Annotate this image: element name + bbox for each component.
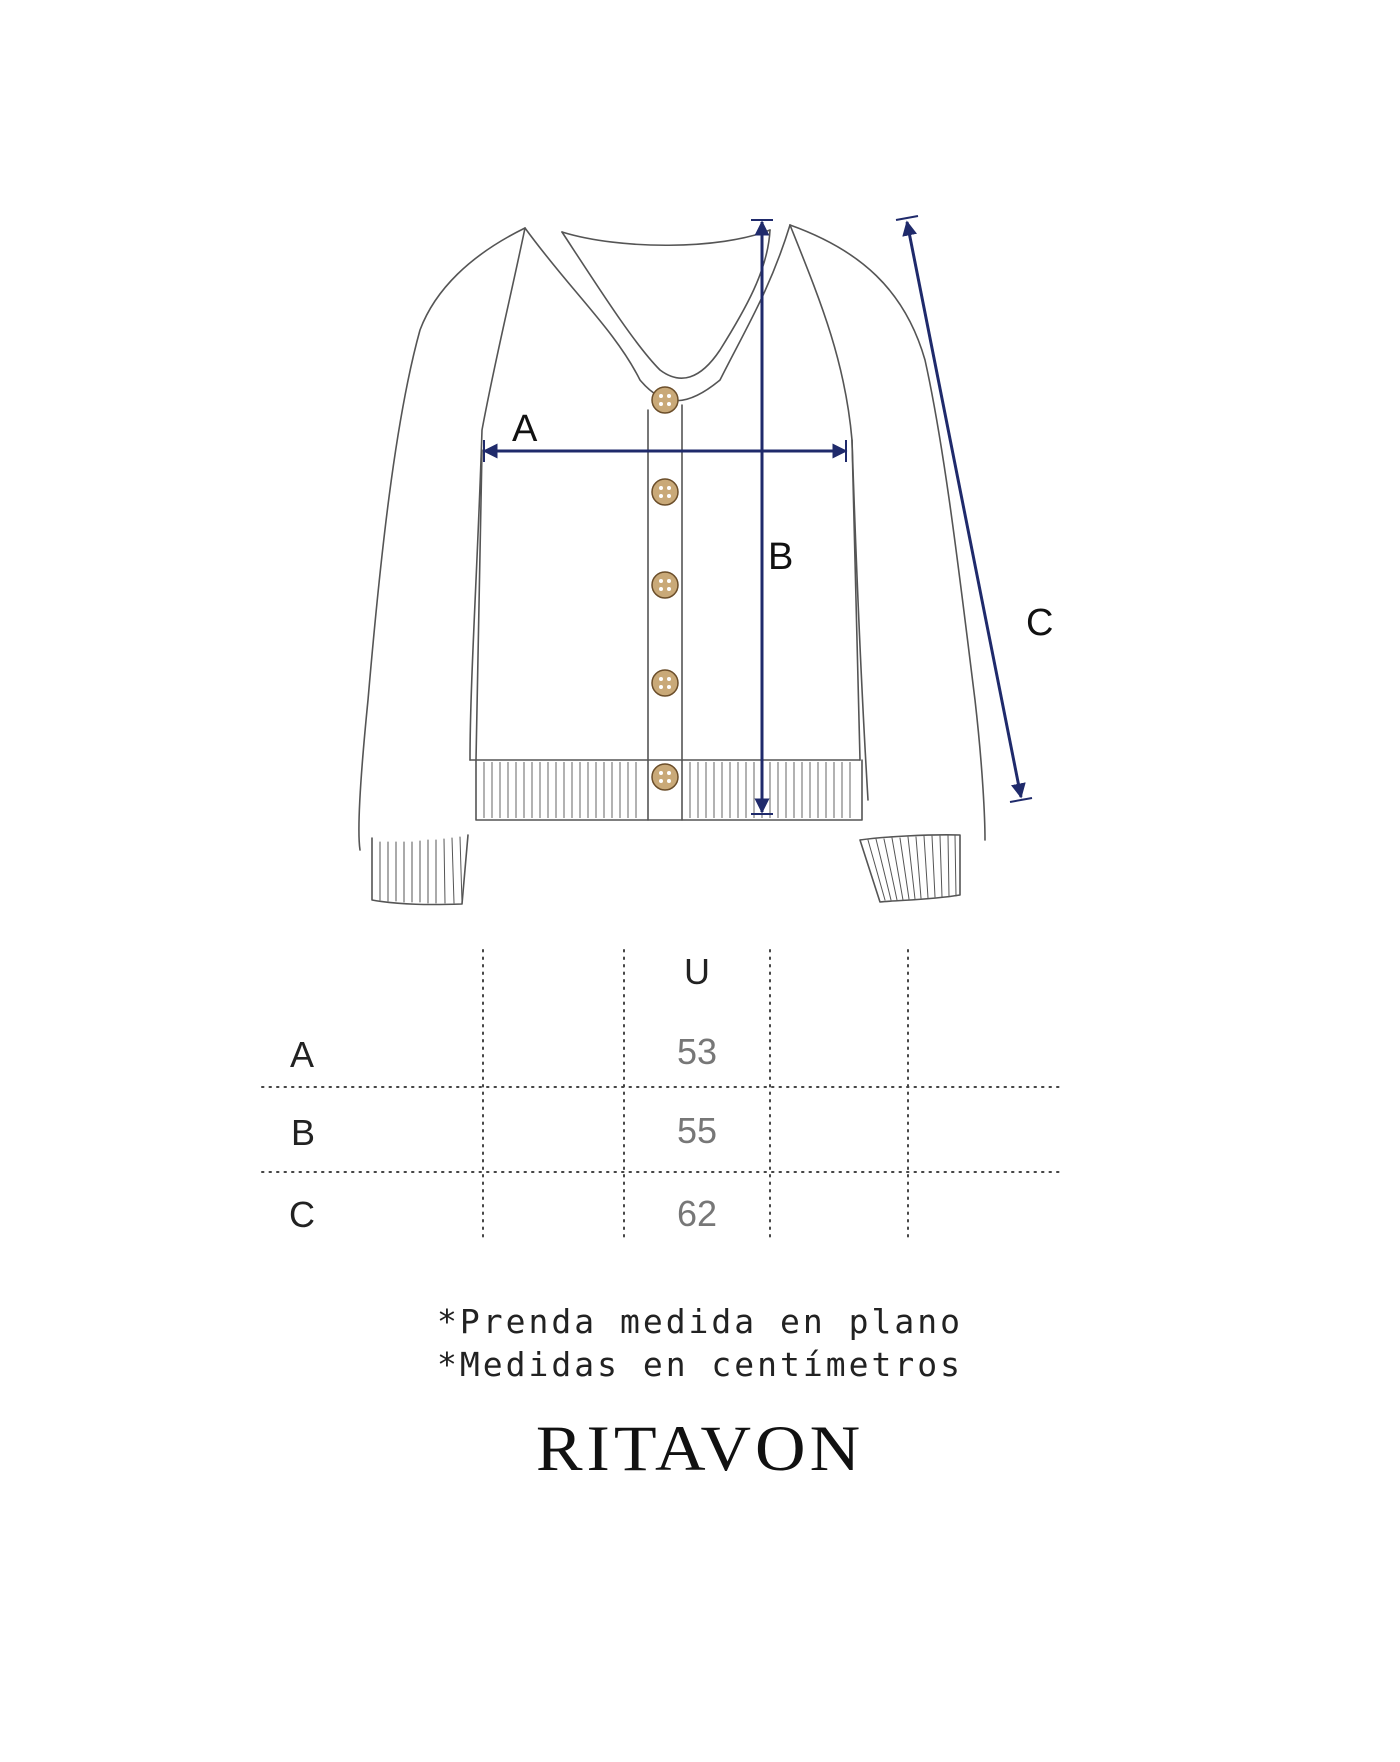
cardigan-buttons <box>651 386 679 791</box>
note-centimeters: *Medidas en centímetros <box>437 1345 963 1384</box>
size-column-header: U <box>684 951 710 992</box>
button-icon <box>651 386 679 414</box>
button-icon <box>651 763 679 791</box>
row-label-b: B <box>291 1112 316 1153</box>
cell-value-c: 62 <box>676 1193 718 1234</box>
dimension-b-label: B <box>768 536 794 578</box>
brand-logo: RITAVON <box>535 1414 865 1485</box>
note-flat-measure: *Prenda medida en plano <box>437 1302 963 1341</box>
button-icon <box>651 478 679 506</box>
dimension-c-arrow <box>902 220 1026 799</box>
row-label-c: C <box>289 1194 315 1235</box>
cardigan-sketch <box>358 224 986 906</box>
cell-value-a: 53 <box>676 1031 718 1072</box>
row-label-a: A <box>290 1034 315 1075</box>
size-table-grid <box>261 949 1061 1241</box>
hem-ribbing <box>483 762 851 818</box>
button-icon <box>651 669 679 697</box>
dimension-c-label: C <box>1026 602 1054 644</box>
cell-value-b: 55 <box>676 1110 718 1151</box>
button-icon <box>651 571 679 599</box>
dimension-a-label: A <box>512 408 538 450</box>
